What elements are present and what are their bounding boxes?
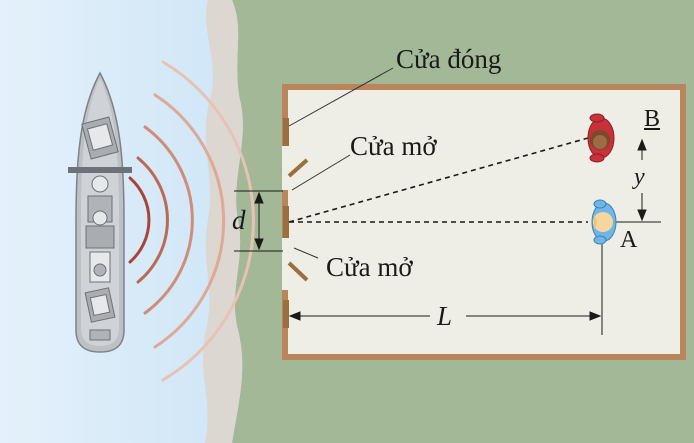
door-open-bottom (287, 261, 309, 282)
wave-5 (161, 60, 255, 382)
label-door-open-bottom: Cửa mở (326, 252, 413, 282)
door-bottom-closed (283, 300, 289, 328)
door-closed (283, 118, 289, 146)
person-a-icon (591, 199, 617, 245)
label-door-open-top: Cửa mở (350, 131, 437, 161)
ship-icon (68, 71, 132, 353)
sound-waves (128, 60, 255, 382)
label-a: A (620, 227, 638, 253)
dimension-l (288, 240, 603, 335)
door-center (283, 206, 289, 238)
wave-1 (128, 176, 151, 264)
dimension-d (234, 190, 283, 252)
wave-2 (136, 156, 169, 284)
label-door-closed: Cửa đóng (396, 44, 502, 74)
wave-4 (153, 93, 226, 349)
person-b-icon (587, 113, 615, 163)
label-d: d (232, 205, 246, 235)
label-y: y (634, 164, 645, 190)
door-open-top (287, 158, 309, 178)
dimension-y (616, 138, 661, 223)
path-to-b (288, 137, 589, 223)
leader-door-closed (288, 67, 394, 127)
wave-3 (143, 125, 194, 315)
leader-door-open-top (291, 154, 351, 191)
label-b: B (644, 106, 661, 132)
leader-door-open-bottom (293, 247, 319, 259)
label-l: L (437, 301, 453, 331)
